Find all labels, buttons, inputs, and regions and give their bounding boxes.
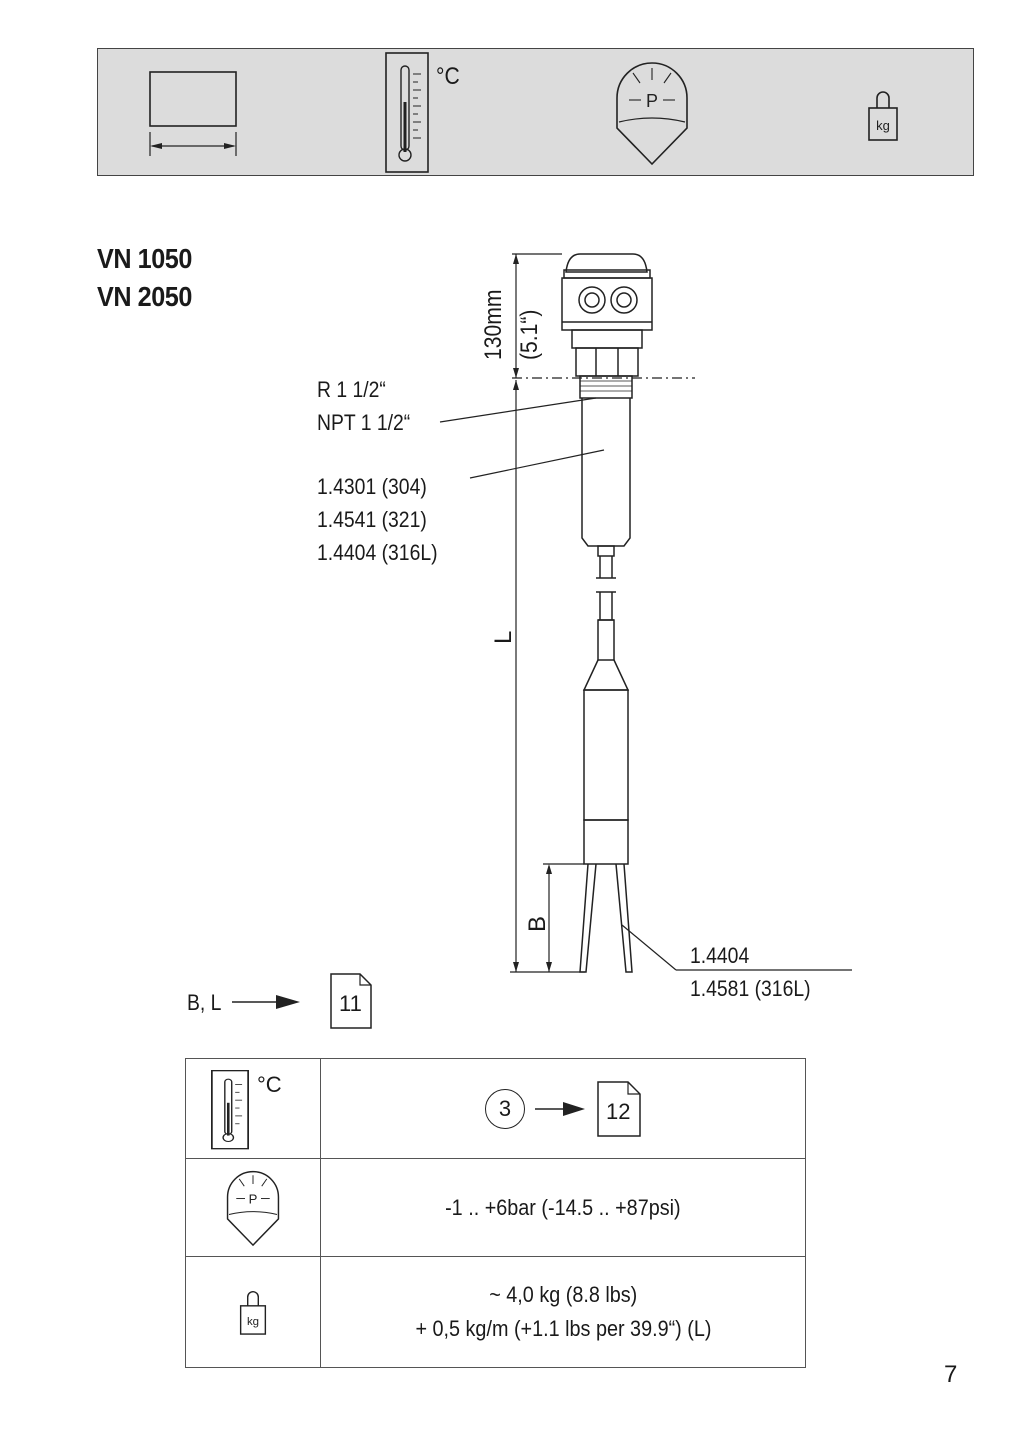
weight-value-cell: ~ 4,0 kg (8.8 lbs) + 0,5 kg/m (+1.1 lbs …	[320, 1256, 806, 1368]
pressure-symbol: P	[249, 1191, 258, 1206]
thread-npt-label: NPT 1 1/2“	[317, 410, 411, 435]
page-reference-12[interactable]: 12	[597, 1080, 641, 1137]
tube-material-2: 1.4541 (321)	[317, 507, 427, 532]
temperature-icon-cell: °C	[185, 1058, 321, 1159]
symbol-header-bar	[97, 48, 974, 176]
page-icon	[330, 973, 372, 1029]
thread-r-label: R 1 1/2“	[317, 377, 386, 402]
pressure-value-cell: -1 .. +6bar (-14.5 .. +87psi)	[320, 1158, 806, 1257]
model-title-1: VN 1050	[97, 243, 192, 274]
table-row-weight: kg ~ 4,0 kg (8.8 lbs) + 0,5 kg/m (+1.1 l…	[185, 1256, 806, 1368]
table-row-temperature: °C 3 12	[185, 1058, 806, 1159]
pressure-range: -1 .. +6bar (-14.5 .. +87psi)	[445, 1194, 681, 1220]
weight-unit-label: kg	[247, 1316, 259, 1328]
fork-material-1: 1.4404	[690, 943, 750, 968]
length-label: L	[490, 630, 517, 644]
temperature-unit-label: °C	[257, 1071, 282, 1097]
page-reference-number: 11	[339, 991, 362, 1016]
page-icon	[597, 1080, 641, 1137]
pressure-vessel-icon: P	[226, 1170, 280, 1246]
tube-material-3: 1.4404 (316L)	[317, 540, 438, 565]
thermometer-icon	[385, 52, 429, 173]
page-number: 7	[944, 1361, 958, 1388]
note-number: 3	[498, 1095, 512, 1121]
fork-material-2: 1.4581 (316L)	[690, 976, 811, 1001]
pressure-icon-cell: P	[185, 1158, 321, 1257]
page-reference-number: 12	[606, 1098, 631, 1124]
arrow-right-icon	[232, 995, 300, 1009]
page-reference-11[interactable]: 11	[330, 973, 372, 1029]
arrow-right-icon	[535, 1101, 585, 1116]
weight-icon: kg	[239, 1291, 267, 1335]
temperature-value-cell: 3 12	[320, 1058, 806, 1159]
spec-table: °C 3 12	[185, 1058, 806, 1368]
dimension-130mm: 130mm	[480, 289, 507, 360]
weight-line-2: + 0,5 kg/m (+1.1 lbs per 39.9“) (L)	[414, 1316, 712, 1341]
model-title-2: VN 2050	[97, 281, 192, 312]
reference-label: B, L	[187, 990, 222, 1015]
pressure-vessel-icon: P	[616, 62, 688, 166]
dimension-5-1-inch: (5.1“)	[516, 309, 543, 360]
weight-icon: kg	[868, 91, 898, 141]
weight-line-1: ~ 4,0 kg (8.8 lbs)	[488, 1282, 638, 1307]
sensor-drawing	[439, 253, 852, 973]
tube-material-1: 1.4301 (304)	[317, 474, 427, 499]
temperature-unit-label: °C	[436, 63, 460, 90]
weight-icon-cell: kg	[185, 1256, 321, 1368]
note-number-badge: 3	[485, 1088, 525, 1129]
dimensions-icon	[149, 71, 237, 156]
weight-unit-label: kg	[876, 118, 890, 133]
pressure-symbol: P	[646, 91, 658, 111]
table-row-pressure: P -1 .. +6bar (-14.5 .. +87psi)	[185, 1158, 806, 1257]
fork-length-label: B	[524, 915, 551, 932]
thermometer-icon	[211, 1069, 249, 1149]
